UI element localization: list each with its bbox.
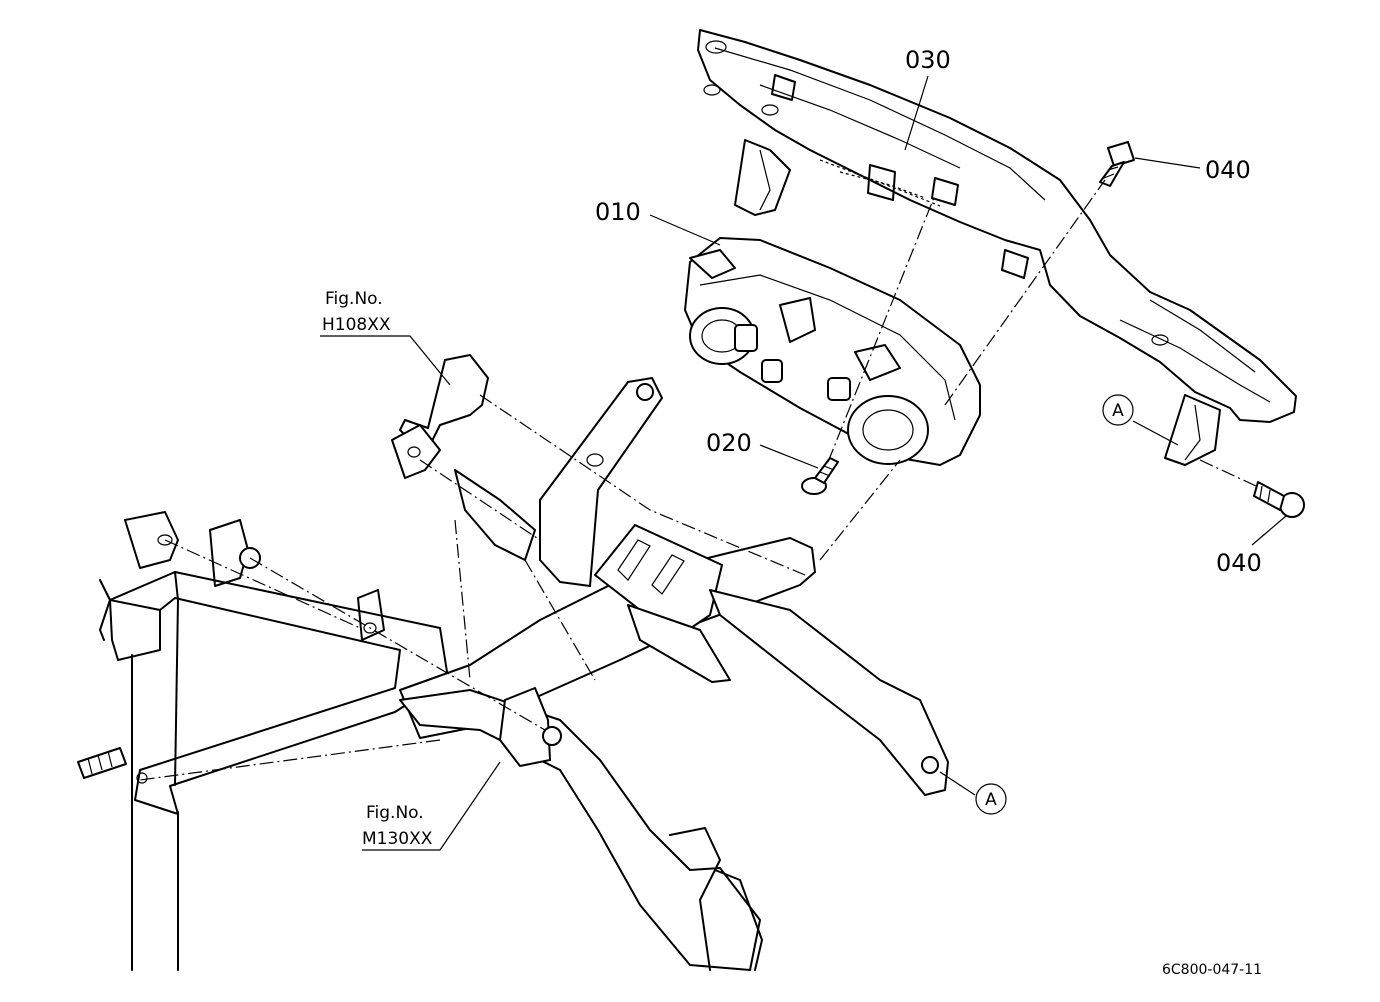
- panel-cover-030: [697, 29, 1297, 466]
- ref-fig-label-top: Fig.No.: [325, 289, 383, 309]
- leader-lines: [320, 75, 1287, 851]
- screw-020: [801, 457, 839, 495]
- marker-a-right: A: [1102, 394, 1134, 426]
- callout-040-top: 040: [1205, 156, 1251, 184]
- callout-020: 020: [706, 429, 752, 457]
- ref-fig-label-bottom: Fig.No.: [366, 803, 424, 823]
- marker-a-lower: A: [975, 783, 1007, 815]
- marker-a-lower-label: A: [985, 790, 997, 810]
- ref-code-top: H108XX: [322, 315, 391, 335]
- callout-030: 030: [905, 46, 951, 74]
- drawing-id: 6C800-047-11: [1162, 962, 1262, 978]
- callout-010: 010: [595, 198, 641, 226]
- marker-a-right-label: A: [1112, 401, 1124, 421]
- assembly-center-lines: [139, 179, 1257, 781]
- panel-frame: [77, 354, 949, 971]
- callout-040-bottom: 040: [1216, 549, 1262, 577]
- bolt-040-bottom: [1253, 481, 1305, 518]
- ref-code-bottom: M130XX: [362, 829, 433, 849]
- meter-010: [684, 237, 981, 466]
- bolt-040-top: [1099, 141, 1135, 187]
